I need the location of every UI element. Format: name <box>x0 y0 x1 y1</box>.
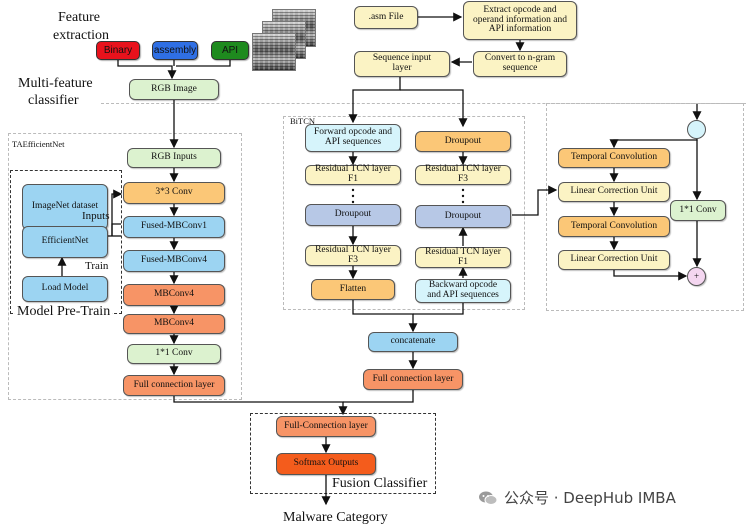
fusion-full-connection-box: Full-Connection layer <box>276 416 376 437</box>
fusion-classifier-label: Fusion Classifier <box>330 476 430 491</box>
full-connection-layer-box: Full connection layer <box>123 375 225 396</box>
residual-tcn-f1-right-box: Residual TCN layer F1 <box>415 247 511 268</box>
efficientnet-box: EfficientNet <box>22 226 108 258</box>
dropout-right-top-box: Droupout <box>415 131 511 152</box>
backward-sequence-box: Backward opcode and API sequences <box>415 279 511 303</box>
extract-info-line-3: API information <box>488 24 552 35</box>
concatenate-box: concatenate <box>368 332 458 352</box>
rgb-inputs-box: RGB Inputs <box>127 148 221 168</box>
inputs-label: Inputs <box>82 210 110 222</box>
bitcn-full-connection-layer-box: Full connection layer <box>363 369 463 390</box>
extract-info-line-1: Extract opcode and <box>483 4 557 15</box>
mbconv4-box: MBConv4 <box>123 284 225 306</box>
api-chip: API <box>211 41 249 60</box>
conv1x1-box: 1*1 Conv <box>127 344 221 364</box>
fused-mbconv4-box: Fused-MBConv4 <box>123 250 225 272</box>
model-pretrain-label: Model Pre-Train <box>15 304 113 319</box>
backward-sequence-line-2: and API sequences <box>427 290 499 300</box>
extract-info-line-2: operand information and <box>473 14 567 25</box>
watermark: 公众号 · DeepHub IMBA <box>478 487 676 508</box>
feature-extraction-label: Feature <box>58 10 100 25</box>
rgb-image-box: RGB Image <box>129 79 219 100</box>
backward-sequence-line-1: Backward opcode <box>428 280 498 291</box>
multi-feature-outline <box>101 103 746 104</box>
dropout-left-box: Droupout <box>305 204 401 226</box>
forward-sequence-box: Forward opcode and API sequences <box>305 124 401 152</box>
extract-info-box: Extract opcode and operand information a… <box>463 1 577 40</box>
bitcn-region <box>283 116 525 310</box>
temporal-convolution-box-2: Temporal Convolution <box>558 216 670 237</box>
multi-feature-classifier-label: Multi-feature <box>18 76 93 91</box>
residual-tcn-f3-left-box: Residual TCN layer F3 <box>305 245 401 266</box>
conv3-box: 3*3 Conv <box>123 182 225 204</box>
residual-tcn-f3-right-box: Residual TCN layer F3 <box>415 164 511 185</box>
wechat-icon <box>478 490 498 506</box>
watermark-text: 公众号 · DeepHub IMBA <box>504 489 676 507</box>
linear-correction-unit-box: Linear Correction Unit <box>558 182 670 202</box>
ngram-box: Convert to n-gram sequence <box>473 51 567 77</box>
binary-chip: Binary <box>96 41 140 60</box>
forward-sequence-line-1: Forward opcode and <box>313 127 393 138</box>
imagenet-dataset-box: ImageNet dataset <box>22 184 108 230</box>
asm-file-box: .asm File <box>354 6 418 29</box>
input-node <box>687 120 706 139</box>
flatten-box: Flatten <box>311 279 395 300</box>
ngram-line-2: sequence <box>502 63 538 73</box>
ngram-line-1: Convert to n-gram <box>484 53 556 64</box>
sequence-input-line-1: Sequence input <box>372 53 432 64</box>
feature-extraction-label-2: extraction <box>53 28 109 43</box>
taefficientnet-region <box>8 133 242 400</box>
softmax-outputs-box: Softmax Outputs <box>276 453 376 475</box>
forward-sequence-line-2: API sequences <box>324 137 382 147</box>
fused-mbconv1-box: Fused-MBConv1 <box>123 216 225 238</box>
dropout-right-box: Droupout <box>415 205 511 228</box>
mbconv4-box-2: MBConv4 <box>123 314 225 334</box>
residual-tcn-f1-left-box: Residual TCN layer F1 <box>305 164 401 185</box>
load-model-box: Load Model <box>22 276 108 302</box>
sequence-input-layer-box: Sequence input layer <box>354 51 450 77</box>
linear-correction-unit-box-2: Linear Correction Unit <box>558 250 670 270</box>
multi-feature-classifier-label-2: classifier <box>28 93 79 108</box>
malware-category-label: Malware Category <box>283 510 388 525</box>
temporal-convolution-box: Temporal Convolution <box>558 148 670 168</box>
assembly-chip: assembly <box>152 41 198 60</box>
residual-sum-node: + <box>687 267 706 286</box>
bitcn-label: BiTCN <box>290 116 316 126</box>
sequence-input-line-2: layer <box>392 63 412 73</box>
train-label: Train <box>85 260 109 272</box>
tcn-conv1x1-box: 1*1 Conv <box>670 200 726 221</box>
malware-image-thumbnail <box>252 33 296 71</box>
taefficientnet-label: TAEfficientNet <box>12 139 65 149</box>
